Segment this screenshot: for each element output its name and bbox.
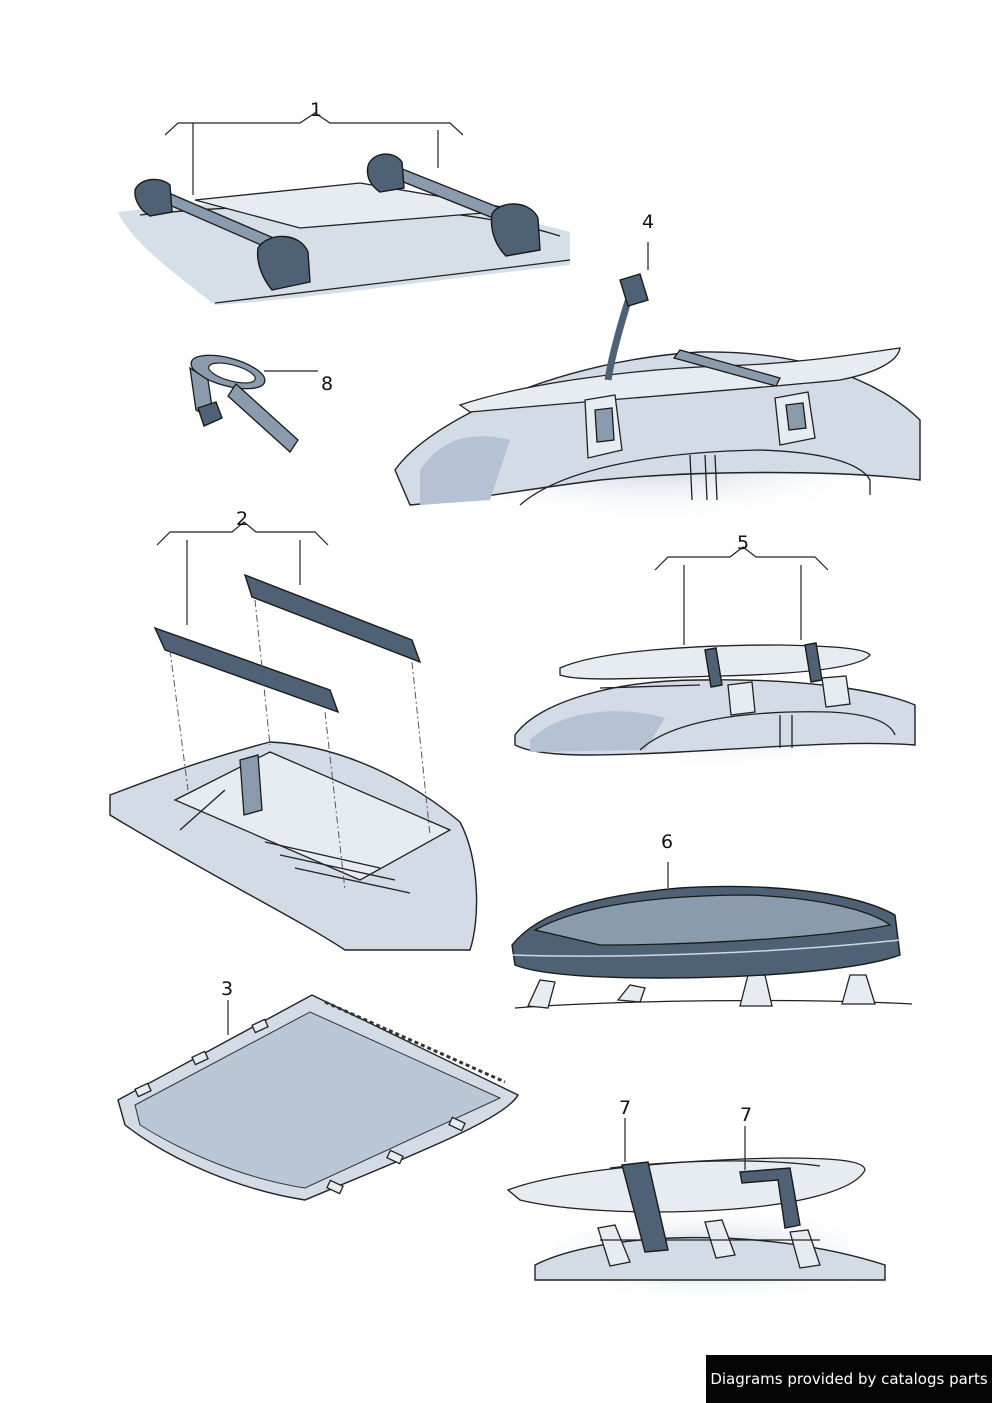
- callout-8: 8: [321, 373, 333, 395]
- part-8-strap: [189, 354, 318, 453]
- callout-7-left: 7: [619, 1097, 631, 1119]
- callout-6: 6: [661, 831, 673, 853]
- part-1-roof-bars: [118, 112, 571, 305]
- part-5-surfboard-carrier: [505, 546, 925, 770]
- callout-5: 5: [737, 532, 749, 554]
- callout-2: 2: [236, 508, 248, 530]
- footer-banner: Diagrams provided by catalogs parts: [706, 1355, 992, 1403]
- callout-4: 4: [642, 211, 654, 233]
- callout-3: 3: [221, 978, 233, 1000]
- part-2-bed-rails: [109, 521, 478, 951]
- part-7-kayak-straps: [506, 1118, 900, 1305]
- part-6-roof-box: [511, 862, 913, 1009]
- callout-1: 1: [310, 99, 322, 121]
- part-3-tonneau-cover: [117, 994, 519, 1201]
- footer-text: Diagrams provided by catalogs parts: [710, 1370, 988, 1388]
- callout-7-right: 7: [740, 1104, 752, 1126]
- part-4-ski-carrier: [390, 242, 921, 525]
